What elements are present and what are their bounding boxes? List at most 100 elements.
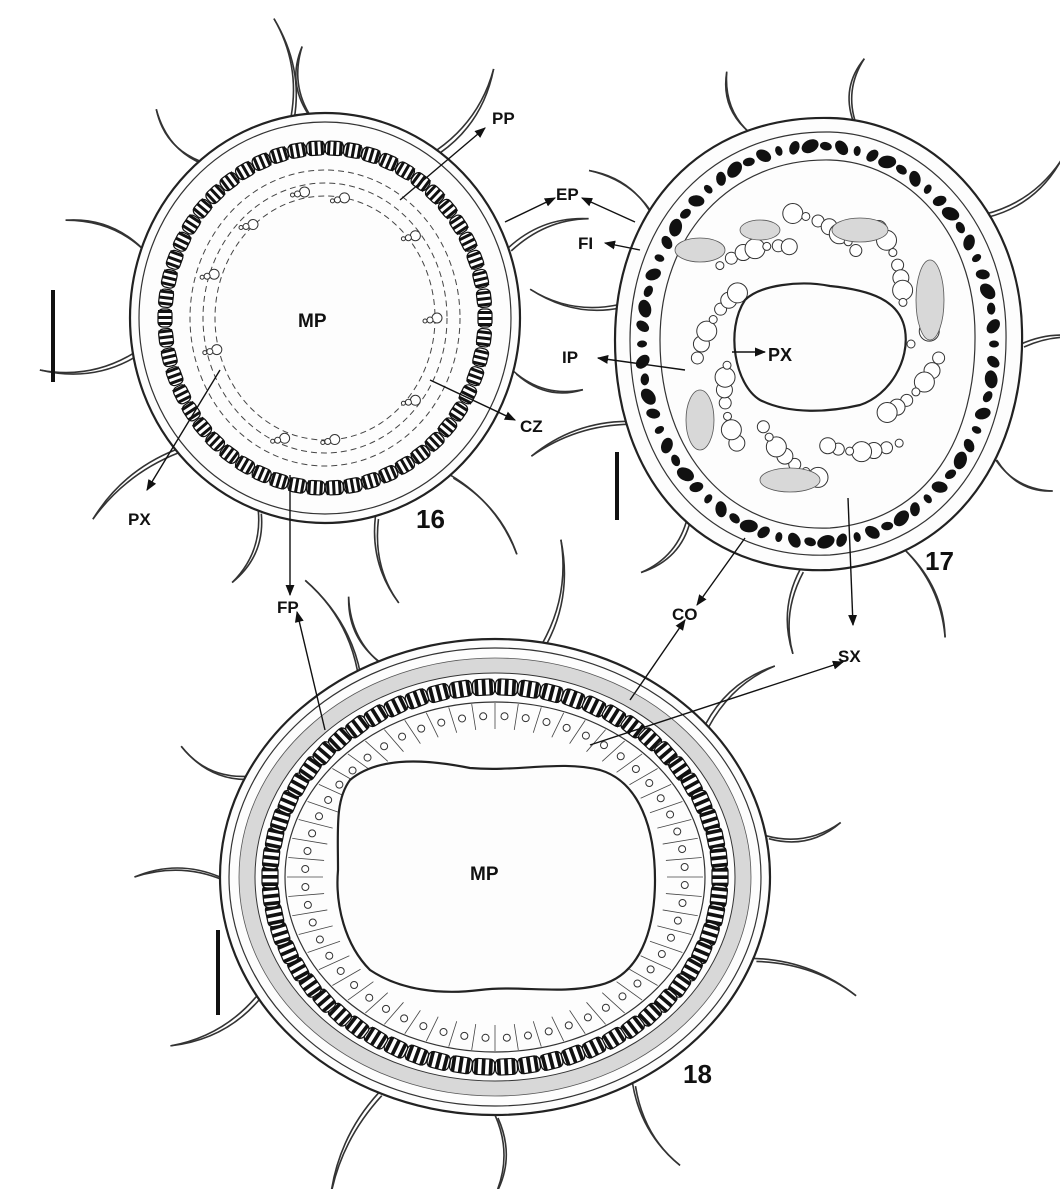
- trichome: [543, 540, 563, 643]
- fiber-bundle: [710, 846, 728, 870]
- cell-nucleus: [617, 753, 624, 760]
- xylem-vessel: [401, 401, 405, 405]
- cell-nucleus: [480, 713, 487, 720]
- fiber-bundle: [449, 1055, 473, 1074]
- parenchyma-cell: [724, 412, 732, 420]
- trichome-edge: [636, 1086, 681, 1165]
- trichome: [984, 161, 1060, 215]
- label-ip: IP: [562, 348, 578, 367]
- trichome-edge: [756, 961, 856, 995]
- parenchyma-cell: [933, 352, 945, 364]
- label-px-17: PX: [768, 345, 792, 365]
- cell-nucleus: [351, 982, 358, 989]
- fiber-bundle: [478, 309, 492, 327]
- fiber-bundle: [449, 680, 473, 699]
- trichome: [66, 220, 142, 248]
- cell-nucleus: [304, 848, 311, 855]
- cell-nucleus: [543, 719, 550, 726]
- trichome-edge: [1024, 337, 1060, 347]
- cell-nucleus: [501, 713, 508, 720]
- xylem-vessel: [339, 193, 349, 203]
- xylem-vessel: [334, 197, 340, 203]
- cell-nucleus: [316, 936, 323, 943]
- trichome: [437, 69, 494, 150]
- trichome: [531, 421, 627, 456]
- xylem-vessel: [405, 235, 411, 241]
- figure-number-18: 18: [683, 1059, 712, 1089]
- cell-nucleus: [522, 715, 529, 722]
- label-sx: SX: [838, 647, 861, 666]
- cell-nucleus: [309, 919, 316, 926]
- fiber-bundle: [158, 328, 174, 348]
- cell-nucleus: [401, 1015, 408, 1022]
- cell-nucleus: [503, 1034, 510, 1041]
- trichome-edge: [440, 69, 494, 153]
- parenchyma-cell: [877, 402, 897, 422]
- trichome: [450, 475, 517, 554]
- trichome-edge: [997, 460, 1053, 491]
- parenchyma-cell: [745, 239, 765, 259]
- fiber-bundle: [287, 142, 307, 159]
- fiber-bundle: [517, 680, 541, 699]
- cell-nucleus: [674, 917, 681, 924]
- trichome-edge: [789, 572, 803, 654]
- xylem-vessel: [401, 237, 405, 241]
- cell-nucleus: [681, 882, 688, 889]
- trichome-edge: [709, 666, 775, 727]
- label-pp: PP: [492, 109, 515, 128]
- xylem-vessel: [427, 317, 433, 323]
- xylem-vessel: [300, 187, 310, 197]
- trichome: [156, 109, 199, 161]
- cell-nucleus: [366, 994, 373, 1001]
- xylem-vessel: [432, 313, 442, 323]
- stippled-tissue: [916, 260, 944, 340]
- cross-section-17: [530, 59, 1060, 654]
- label-px-16: PX: [128, 510, 151, 529]
- xylem-vessel: [410, 395, 420, 405]
- cell-nucleus: [679, 899, 686, 906]
- fiber-bundle: [306, 141, 325, 156]
- trichome-edge: [232, 514, 262, 583]
- cell-nucleus: [674, 828, 681, 835]
- cell-nucleus: [440, 1028, 447, 1035]
- trichome-edge: [987, 161, 1060, 218]
- trichome-edge: [181, 746, 249, 779]
- cell-nucleus: [418, 725, 425, 732]
- parenchyma-cell: [723, 361, 731, 369]
- parenchyma-cell: [721, 420, 741, 440]
- figure-number-17: 17: [925, 546, 954, 576]
- parenchyma-cell: [763, 242, 771, 250]
- xylem-vessel: [203, 351, 207, 355]
- cell-nucleus: [304, 901, 311, 908]
- parenchyma-cell: [697, 321, 717, 341]
- parenchyma-cell: [889, 249, 897, 257]
- cell-nucleus: [420, 1023, 427, 1030]
- xylem-vessel: [209, 269, 219, 279]
- label-co: CO: [672, 605, 698, 624]
- parenchyma-cell: [881, 442, 893, 454]
- cell-nucleus: [667, 811, 674, 818]
- cell-nucleus: [349, 767, 356, 774]
- xylem-vessel: [204, 273, 210, 279]
- xylem-vessel: [243, 224, 249, 230]
- xylem-vessel: [212, 345, 222, 355]
- parenchyma-cell: [781, 239, 797, 255]
- fiber-bundle: [472, 1058, 495, 1075]
- cell-nucleus: [658, 951, 665, 958]
- cell-nucleus: [459, 715, 466, 722]
- trichome: [170, 996, 256, 1046]
- cell-nucleus: [601, 742, 608, 749]
- cell-nucleus: [482, 1034, 489, 1041]
- fiber-bundle: [495, 1058, 518, 1075]
- cell-nucleus: [647, 966, 654, 973]
- trichome: [232, 511, 259, 583]
- xylem-vessel: [423, 319, 427, 323]
- cell-nucleus: [634, 980, 641, 987]
- trichome-edge: [305, 580, 360, 673]
- parenchyma-cell: [899, 298, 907, 306]
- trichome-edge: [170, 999, 259, 1046]
- cell-nucleus: [681, 863, 688, 870]
- fiber-bundle: [158, 309, 172, 327]
- parenchyma-cell: [846, 447, 854, 455]
- xylem-vessel: [325, 439, 331, 445]
